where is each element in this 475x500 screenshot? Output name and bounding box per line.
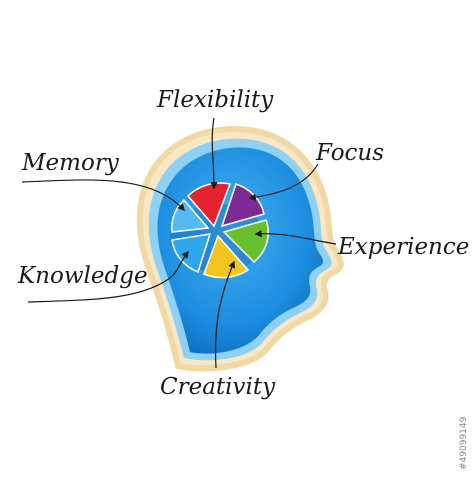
focus-connector: [248, 163, 319, 201]
experience-connector: [254, 230, 337, 245]
connector-lines: [21, 117, 337, 369]
knowledge-connector: [27, 250, 189, 303]
image-id-text: #49099149: [459, 416, 469, 470]
pie-slice-yellow: [203, 234, 250, 279]
creativity-connector: [214, 260, 236, 369]
label-experience: Experience: [337, 234, 469, 260]
label-flexibility: Flexibility: [156, 87, 274, 113]
label-creativity: Creativity: [160, 374, 276, 400]
memory-connector: [21, 179, 185, 212]
label-focus: Focus: [315, 140, 384, 166]
label-knowledge: Knowledge: [17, 263, 148, 289]
pie-slice-blue-lower: [171, 233, 212, 273]
label-memory: Memory: [21, 150, 120, 176]
pie-slice-red: [186, 182, 232, 228]
flexibility-connector: [210, 117, 218, 190]
